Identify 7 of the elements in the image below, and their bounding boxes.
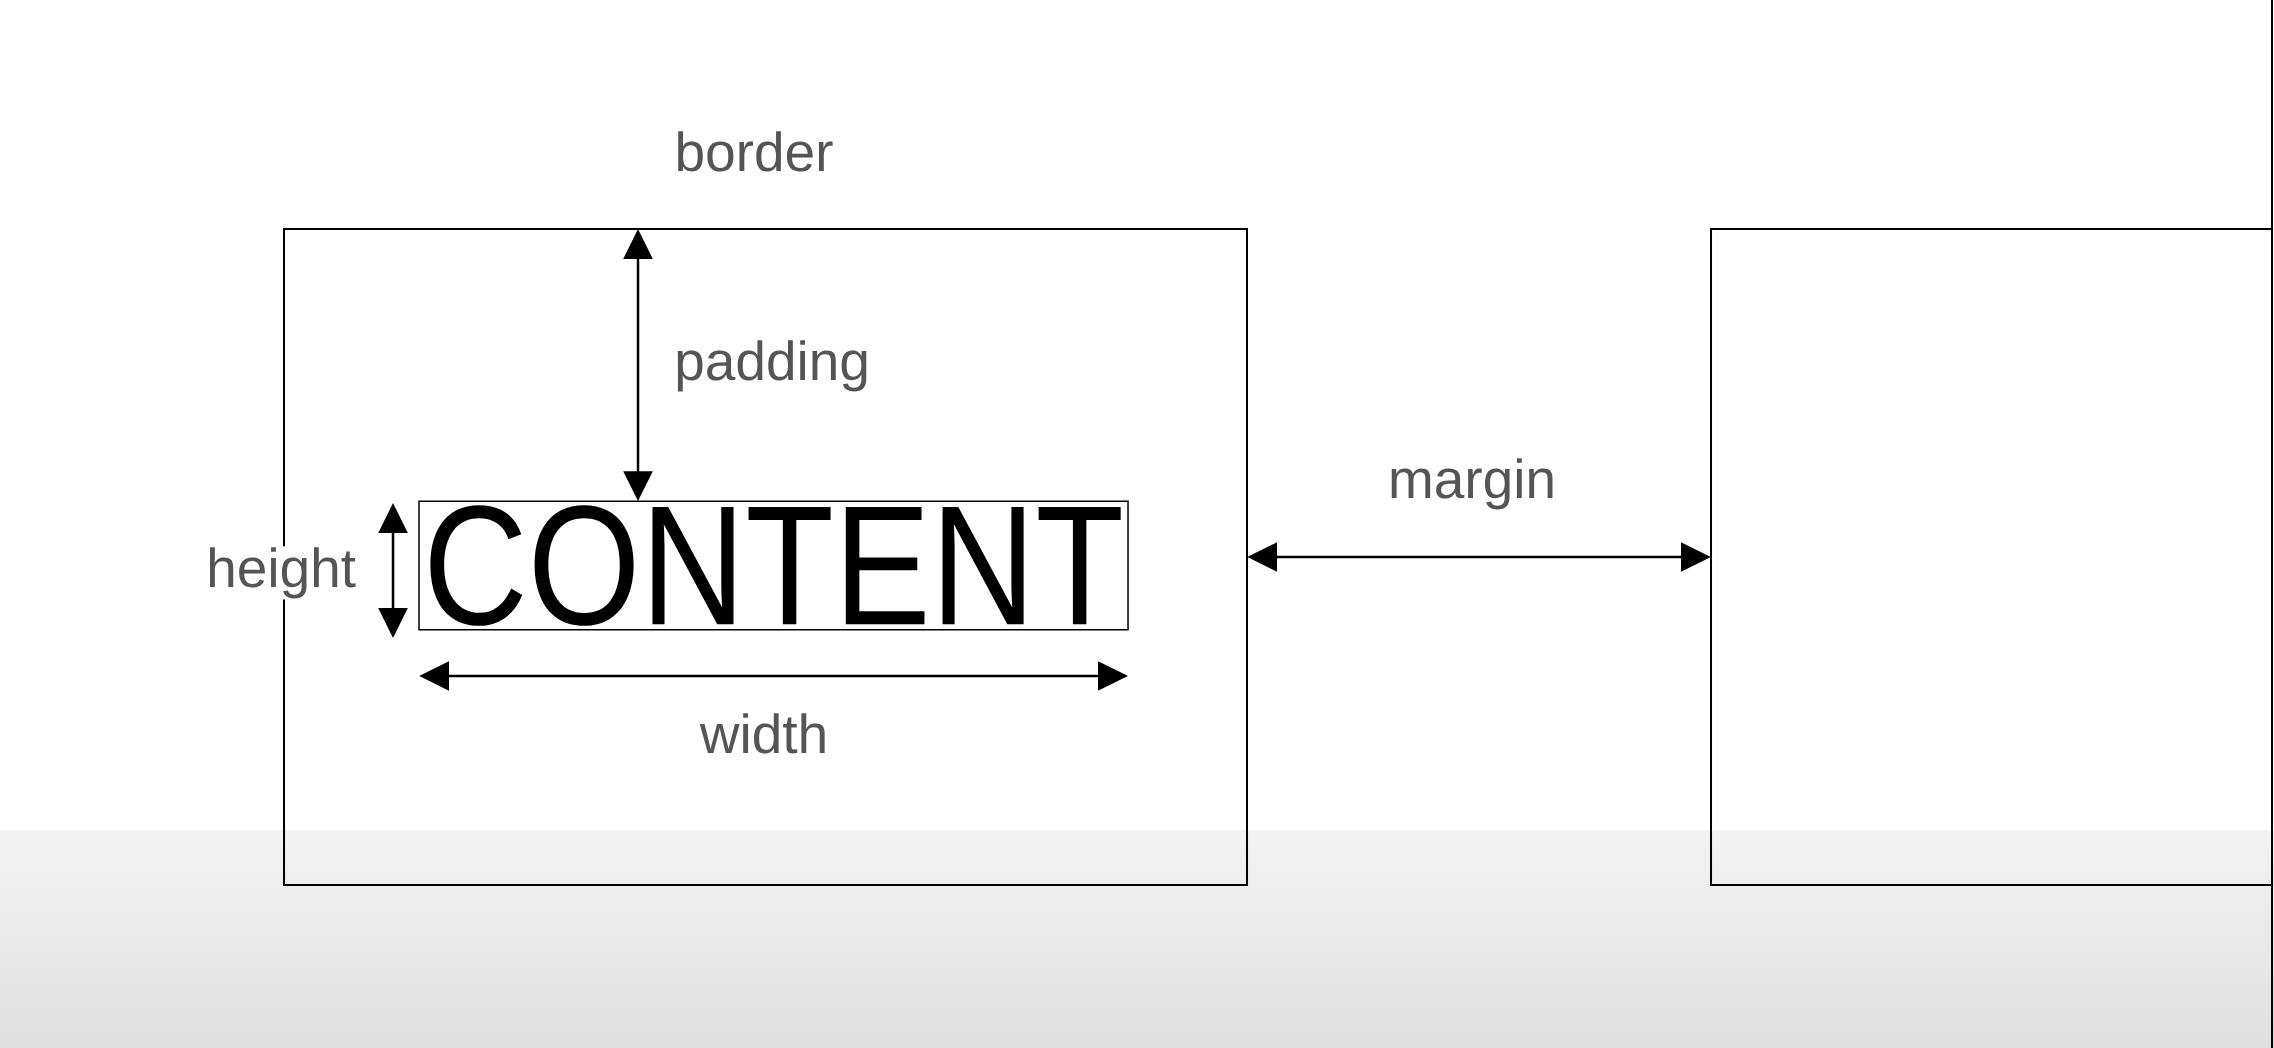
edge-label: padding: [677, 340, 867, 392]
dimension-label: width: [699, 713, 825, 754]
content-box: CONTENT: [418, 500, 1129, 631]
element-box: [1710, 228, 2273, 886]
edge-label: margin: [1391, 458, 1553, 510]
dimension-label: height: [205, 546, 358, 600]
part-label: border: [678, 131, 833, 172]
